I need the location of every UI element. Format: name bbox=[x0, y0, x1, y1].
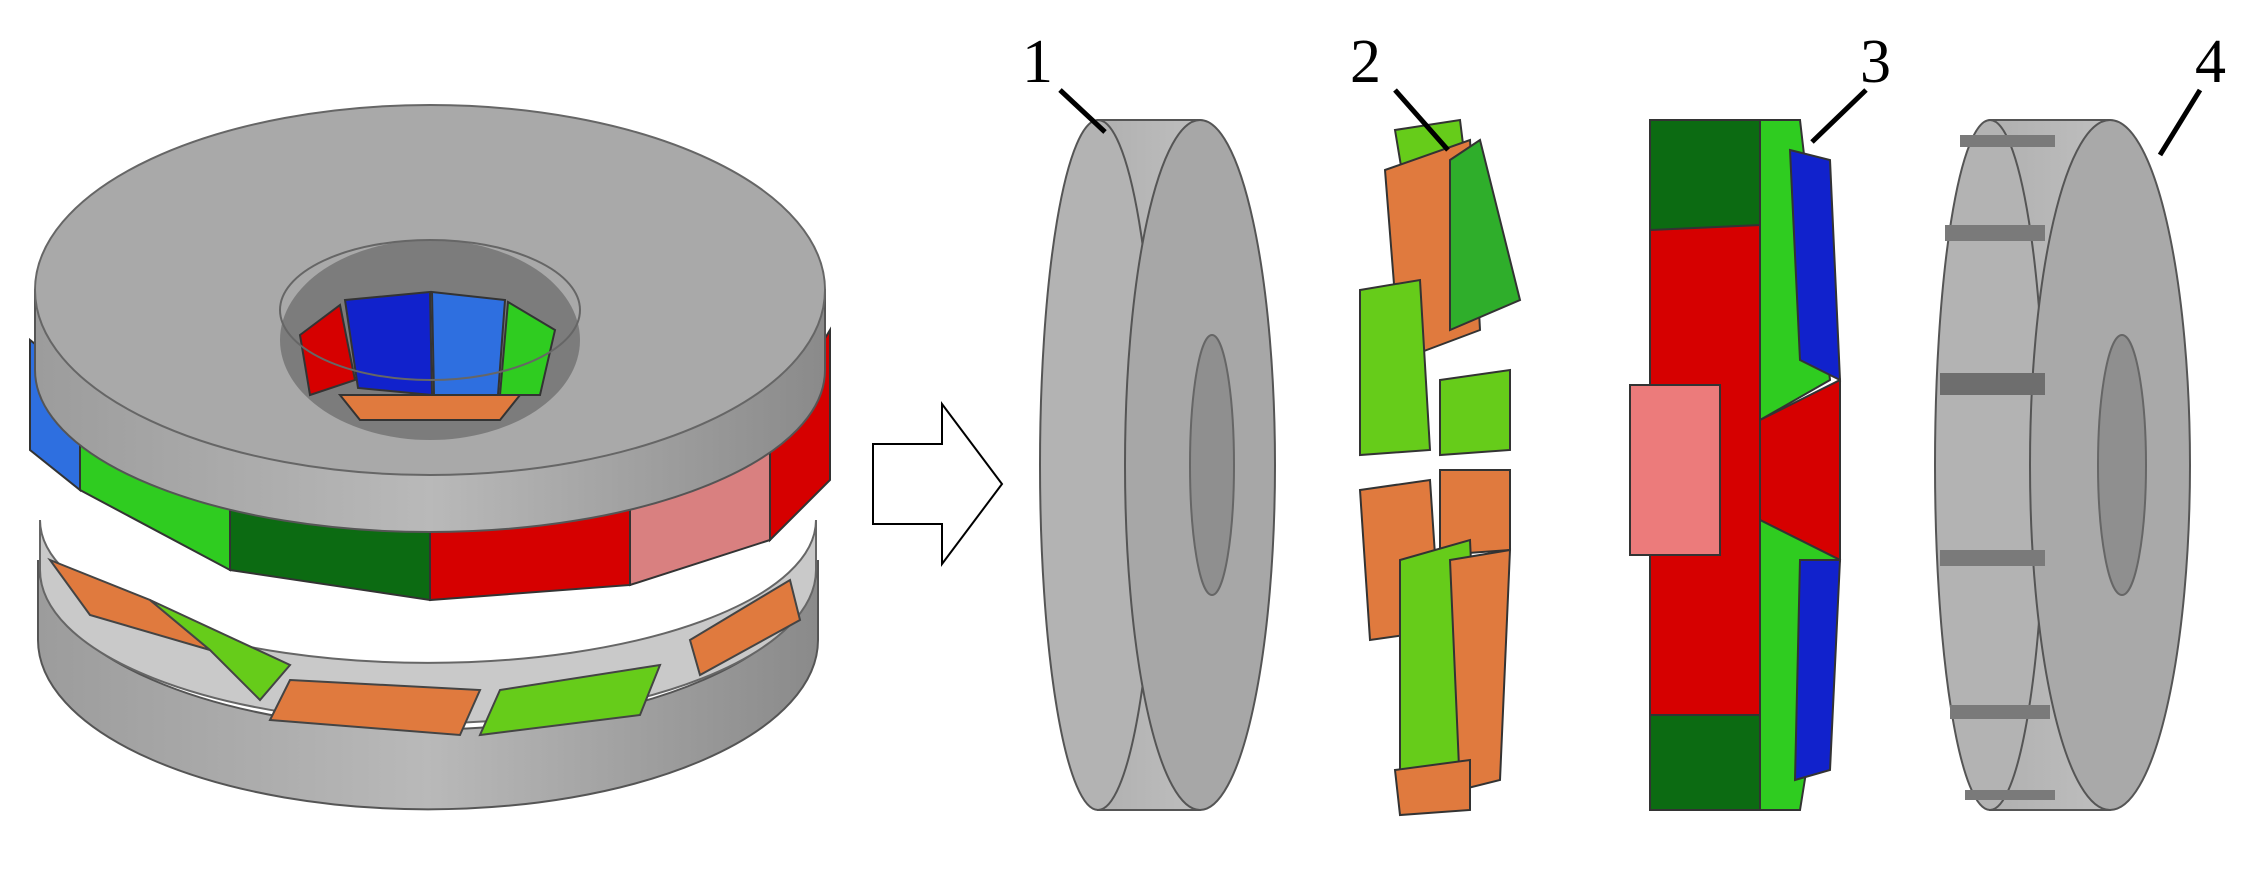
part-3-rotor-ring bbox=[1629, 119, 1842, 811]
leader-line-4 bbox=[2157, 88, 2203, 157]
bottom-disc-side bbox=[37, 559, 819, 811]
explode-arrow bbox=[872, 401, 1004, 567]
leader-line-2 bbox=[1393, 88, 1450, 152]
callout-3: 3 bbox=[1860, 28, 1891, 96]
bottom-magnet-layer bbox=[39, 519, 817, 737]
part-1-stator-disc bbox=[1039, 119, 1276, 811]
callout-2: 2 bbox=[1350, 28, 1381, 96]
part-2-magnet-segments bbox=[1358, 118, 1522, 817]
leader-line-3 bbox=[1810, 88, 1868, 144]
assembled-machine bbox=[29, 104, 831, 811]
leader-line-1 bbox=[1058, 88, 1107, 134]
callout-1: 1 bbox=[1022, 28, 1053, 96]
callouts: 1 2 3 4 bbox=[1022, 28, 2226, 157]
part-4-slotted-stator bbox=[1934, 119, 2191, 811]
callout-4: 4 bbox=[2195, 28, 2226, 96]
bore-magnets bbox=[298, 290, 557, 421]
